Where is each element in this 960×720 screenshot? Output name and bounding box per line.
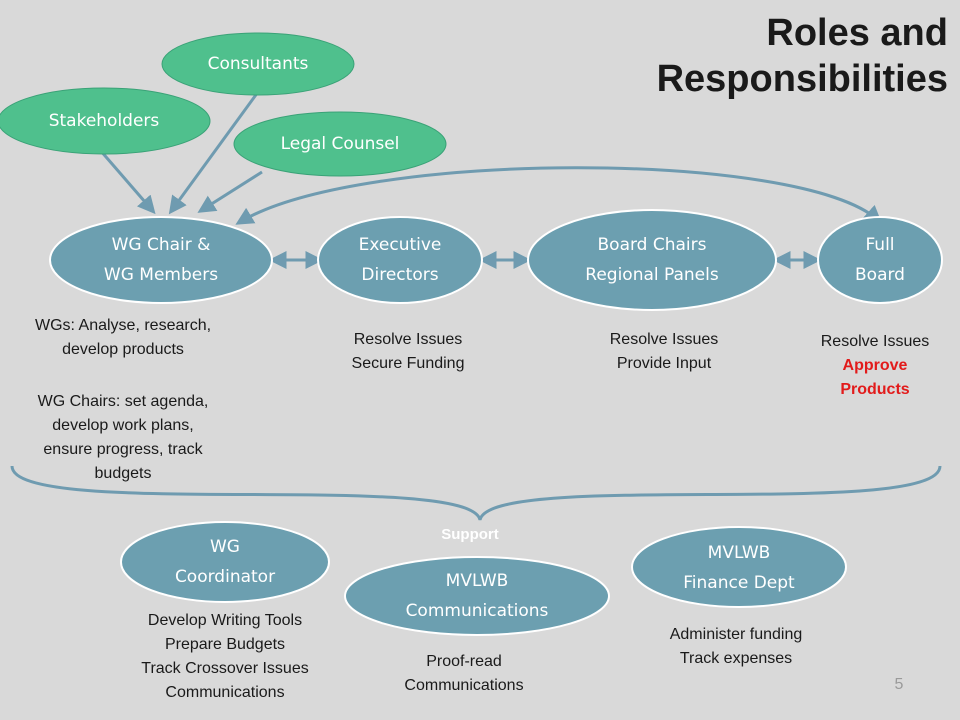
- desc-line: Resolve Issues: [820, 333, 930, 350]
- wg-coordinator-line2: Coordinator: [174, 567, 276, 587]
- mvlwb-finance-node: [631, 526, 847, 608]
- wg-chair-line1: WG Chair &: [111, 235, 211, 255]
- board-chairs-line2: Regional Panels: [585, 265, 719, 285]
- executive-description: Resolve Issues Secure Funding: [318, 328, 498, 376]
- full-board-line1: Full: [865, 235, 895, 255]
- full-board-node: [817, 216, 943, 304]
- desc-line: Resolve Issues: [353, 331, 463, 348]
- wg-coordinator-tasks: Develop Writing Tools Prepare Budgets Tr…: [100, 609, 350, 705]
- products-highlight: Products: [840, 381, 910, 398]
- legal-counsel-node: [233, 111, 447, 177]
- task-line: Track expenses: [679, 650, 793, 667]
- desc-line: Resolve Issues: [609, 331, 719, 348]
- desc-line: budgets: [94, 465, 152, 482]
- legal-counsel-label: Legal Counsel: [280, 134, 400, 154]
- task-line: Proof-read: [426, 653, 502, 670]
- mvlwb-communications-line1: MVLWB: [445, 571, 509, 591]
- task-line: Develop Writing Tools: [147, 612, 303, 629]
- mvlwb-finance-label: MVLWB Finance Dept: [649, 538, 829, 598]
- approve-highlight: Approve: [842, 357, 908, 374]
- mvlwb-finance-tasks: Administer funding Track expenses: [636, 623, 836, 671]
- mvlwb-communications-tasks: Proof-read Communications: [374, 650, 554, 698]
- feedback-arc: [235, 166, 883, 225]
- task-line: Communications: [404, 677, 524, 694]
- task-line: Communications: [165, 684, 285, 701]
- support-brace: [10, 465, 942, 521]
- stakeholders-node: [0, 87, 211, 155]
- connector-stakeholders: [98, 149, 156, 215]
- title-line-1: Roles and: [766, 12, 948, 54]
- title-line-2: Responsibilities: [656, 58, 948, 100]
- mvlwb-communications-node: [344, 556, 610, 636]
- wg-chair-label: WG Chair & WG Members: [71, 230, 251, 290]
- task-line: Administer funding: [669, 626, 803, 643]
- executive-directors-label: Executive Directors: [320, 230, 480, 290]
- executive-line2: Directors: [361, 265, 439, 285]
- stakeholders-label: Stakeholders: [48, 111, 160, 131]
- mvlwb-finance-line2: Finance Dept: [683, 573, 795, 593]
- wg-chair-line2: WG Members: [103, 265, 219, 285]
- mvlwb-finance-line1: MVLWB: [707, 543, 771, 563]
- consultants-label: Consultants: [207, 54, 309, 74]
- consultants-node: [161, 32, 355, 96]
- full-board-label: Full Board: [830, 230, 930, 290]
- page-number: 5: [894, 676, 904, 693]
- desc-line: Provide Input: [616, 355, 712, 372]
- executive-directors-node: [317, 216, 483, 304]
- full-board-line2: Board: [855, 265, 905, 285]
- connector-consultants: [168, 91, 260, 215]
- wg-chair-node: [49, 216, 273, 304]
- mvlwb-communications-line2: Communications: [405, 601, 549, 621]
- desc-line: WG Chairs: set agenda,: [37, 393, 209, 410]
- support-label: Support: [441, 526, 499, 543]
- wg-chairs-description: WG Chairs: set agenda, develop work plan…: [0, 390, 246, 486]
- wg-coordinator-label: WG Coordinator: [145, 532, 305, 592]
- executive-line1: Executive: [358, 235, 442, 255]
- board-chairs-node: [527, 209, 777, 311]
- wg-members-description: WGs: Analyse, research, develop products: [0, 314, 246, 362]
- full-board-description: Resolve Issues Approve Products: [790, 330, 960, 402]
- slide-title: Roles and Responsibilities: [528, 10, 948, 102]
- connector-legal-counsel: [197, 170, 263, 213]
- desc-line: Secure Funding: [351, 355, 465, 372]
- task-line: Prepare Budgets: [164, 636, 286, 653]
- desc-line: develop products: [62, 341, 184, 358]
- desc-line: ensure progress, track: [43, 441, 203, 458]
- wg-coordinator-line1: WG: [210, 537, 240, 557]
- desc-line: WGs: Analyse, research,: [34, 317, 212, 334]
- task-line: Track Crossover Issues: [141, 660, 309, 677]
- board-chairs-description: Resolve Issues Provide Input: [574, 328, 754, 376]
- board-chairs-label: Board Chairs Regional Panels: [552, 230, 752, 290]
- wg-coordinator-node: [120, 521, 330, 603]
- desc-line: develop work plans,: [52, 417, 194, 434]
- board-chairs-line1: Board Chairs: [597, 235, 707, 255]
- mvlwb-communications-label: MVLWB Communications: [367, 566, 587, 626]
